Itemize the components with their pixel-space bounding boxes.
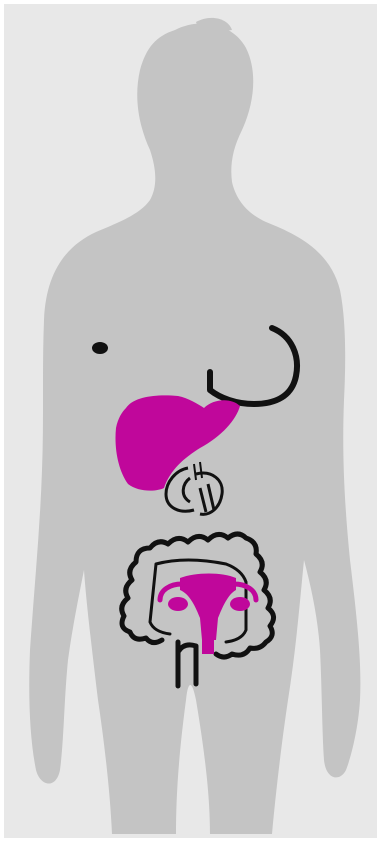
cervix bbox=[202, 632, 214, 654]
nipple-mark bbox=[92, 342, 108, 354]
right-ovary bbox=[230, 597, 250, 611]
left-ovary bbox=[168, 597, 188, 611]
